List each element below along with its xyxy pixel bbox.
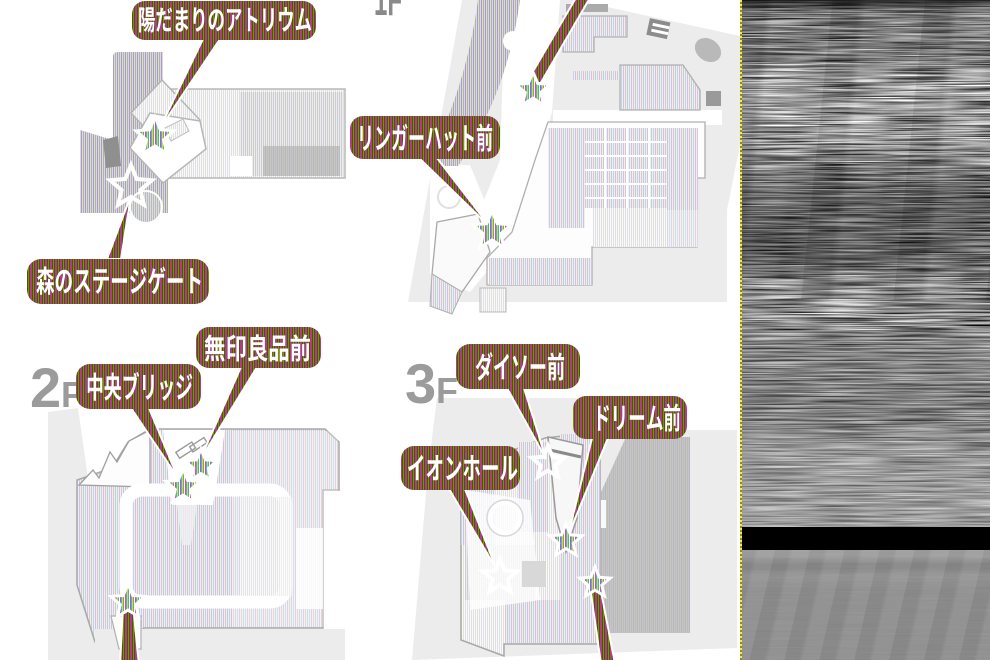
svg-text:3: 3 [405,352,436,415]
svg-text:F: F [436,370,458,411]
svg-text:2: 2 [30,356,61,419]
svg-text:1F: 1F [374,0,402,25]
